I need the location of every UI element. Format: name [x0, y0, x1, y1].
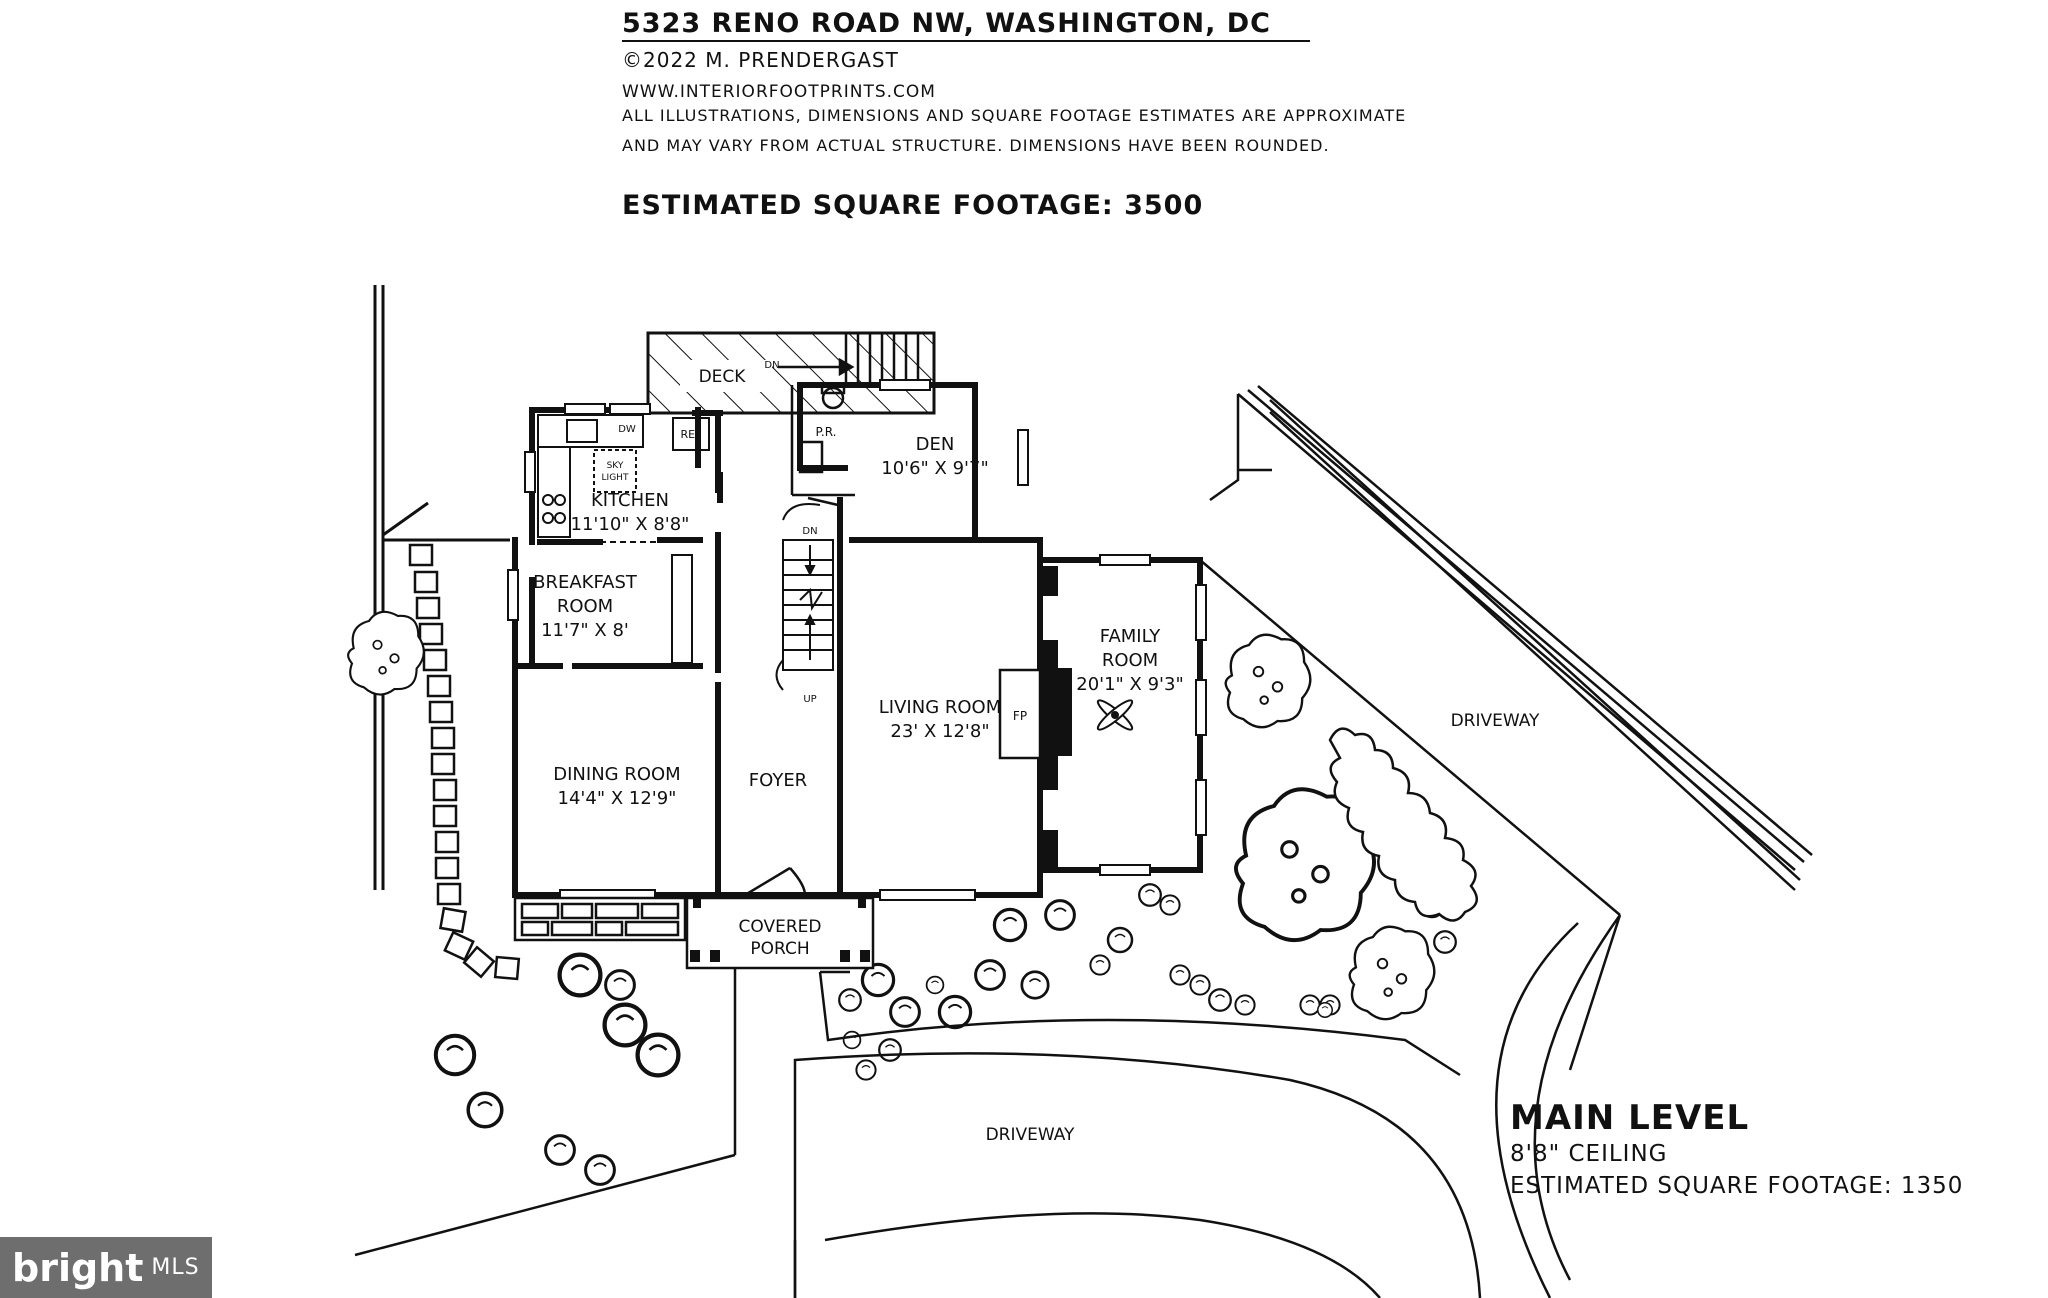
family-name-2: Room [1102, 650, 1158, 671]
logo-suffix: MLS [151, 1255, 200, 1280]
porch-label-1: Covered [739, 917, 822, 937]
stone-planter [513, 896, 687, 942]
level-name: Main Level [1510, 1098, 1750, 1138]
bright-mls-logo: bright MLS [0, 1237, 212, 1298]
ceiling-fan-icon [1096, 699, 1134, 731]
front-door [744, 866, 807, 897]
dining-name: Dining Room [553, 764, 680, 785]
dining-dims: 14'4" x 12'9" [558, 788, 677, 809]
refrigerator-label: REF [681, 428, 702, 441]
hedge-row [1328, 727, 1478, 922]
living-name: Living Room [879, 697, 1001, 718]
driveway-lines [354, 385, 1813, 1298]
den-name: Den [916, 434, 955, 455]
room-labels: Den 10'6" x 9'7" Kitchen 11'10" x 8'8" B… [533, 434, 1540, 1145]
porch-label-2: Porch [750, 939, 809, 959]
staircase [775, 503, 834, 691]
windows [507, 379, 1207, 901]
covered-porch: Covered Porch [685, 896, 875, 970]
breakfast-name-1: Breakfast [533, 572, 638, 593]
kitchen-dims: 11'10" x 8'8" [571, 514, 690, 535]
stepping-stone-path [408, 543, 521, 981]
driveway-bottom-label: Driveway [986, 1125, 1075, 1145]
total-square-footage: Estimated Square Footage: 3500 [622, 190, 1204, 221]
fireplace: FP [998, 566, 1072, 870]
website-link[interactable]: www.interiorfootprints.com [622, 82, 936, 102]
family-dims: 20'1" x 9'3" [1076, 674, 1184, 695]
stairs-up-label: UP [803, 694, 816, 705]
header-divider [622, 40, 1310, 42]
disclaimer-line-2: and may vary from actual structure. Dime… [622, 136, 1330, 155]
level-square-footage: Estimated Square Footage: 1350 [1510, 1173, 1964, 1199]
kitchen-fixtures [537, 414, 710, 665]
driveway-right-label: Driveway [1451, 711, 1540, 731]
kitchen-name: Kitchen [591, 490, 669, 511]
fireplace-label: FP [1013, 709, 1027, 723]
breakfast-dims: 11'7" x 8' [541, 620, 629, 641]
logo-brand: bright [12, 1245, 144, 1290]
skylight-label-2: Light [602, 473, 629, 483]
property-address: 5323 Reno Road NW, Washington, DC [622, 8, 1271, 39]
powder-room [790, 383, 855, 507]
foyer-name: Foyer [749, 770, 807, 791]
stairs-down-label: DN [802, 526, 817, 537]
dishwasher-label: DW [618, 424, 636, 435]
powder-room-label: P.R. [816, 425, 837, 439]
skylight-label-1: Sky [607, 461, 624, 471]
den-dims: 10'6" x 9'7" [881, 458, 989, 479]
deck-label: Deck [699, 367, 747, 387]
property-line-left [373, 285, 510, 890]
breakfast-name-2: Room [557, 596, 613, 617]
ceiling-height: 8'8" Ceiling [1510, 1141, 1668, 1167]
family-name-1: Family [1100, 626, 1161, 647]
deck-stairs-label: DN [764, 360, 779, 371]
living-dims: 23' x 12'8" [890, 721, 989, 742]
disclaimer-line-1: All illustrations, dimensions and square… [622, 106, 1407, 125]
copyright-notice: ©2022 M. Prendergast [622, 48, 899, 72]
